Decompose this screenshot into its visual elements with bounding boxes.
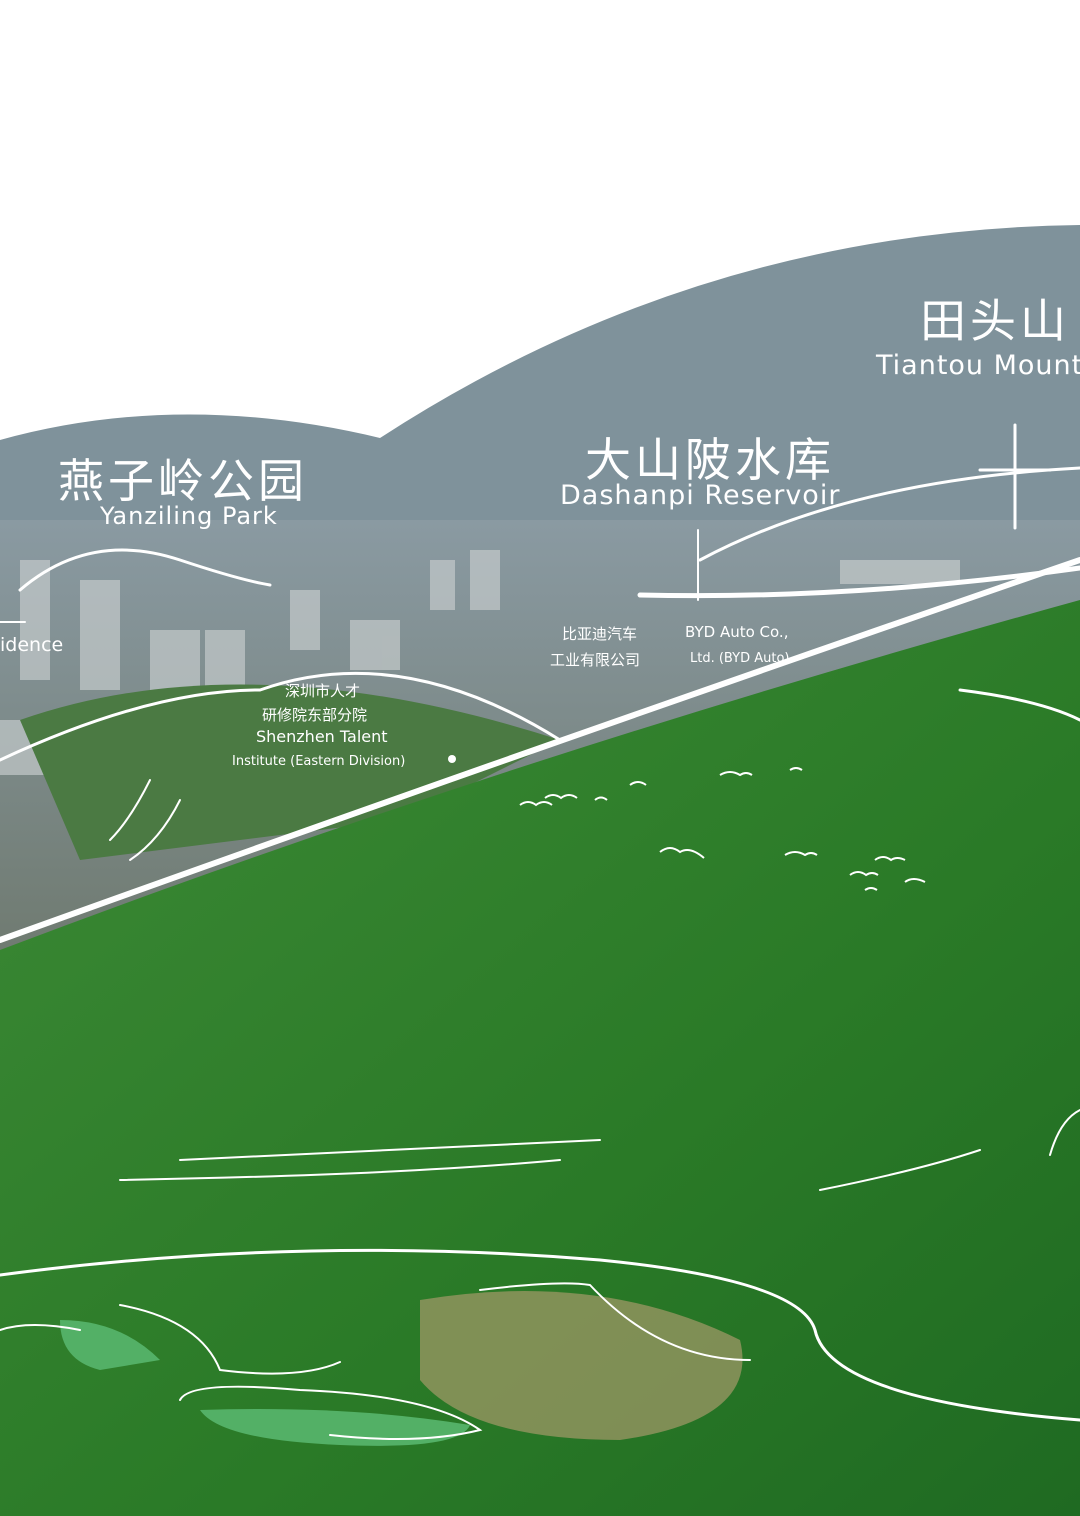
byd-label-en2: Ltd. (BYD Auto)	[690, 651, 790, 666]
byd-label-zh1: 比亚迪汽车	[562, 625, 638, 643]
talent-label-en1: Shenzhen Talent	[256, 727, 388, 746]
talent-label-en2: Institute (Eastern Division)	[232, 754, 406, 769]
byd-label-zh2: 工业有限公司	[550, 651, 641, 669]
clearing	[420, 1291, 743, 1440]
yanziling-label-en: Yanziling Park	[100, 502, 278, 530]
talent-label-zh2: 研修院东部分院	[262, 706, 368, 724]
dashanpi-label-zh: 大山陂水库	[585, 433, 835, 487]
pond	[200, 1409, 470, 1446]
pond	[60, 1320, 160, 1370]
yanziling-label-zh: 燕子岭公园	[58, 454, 308, 508]
talent-hill	[20, 684, 560, 860]
bird-icons	[519, 767, 926, 891]
forest-hill	[0, 600, 1080, 1516]
location-dot	[448, 755, 456, 763]
tiantou-label-zh: 田头山	[920, 294, 1070, 348]
byd-label-en1: BYD Auto Co.,	[685, 623, 789, 641]
residence-label: idence	[0, 634, 64, 656]
annotation-lines	[0, 423, 1080, 1440]
talent-label-zh1: 深圳市人才	[285, 682, 361, 700]
dashanpi-label-en: Dashanpi Reservoir	[560, 480, 841, 511]
tiantou-label-en: Tiantou Mountain	[876, 350, 1080, 381]
